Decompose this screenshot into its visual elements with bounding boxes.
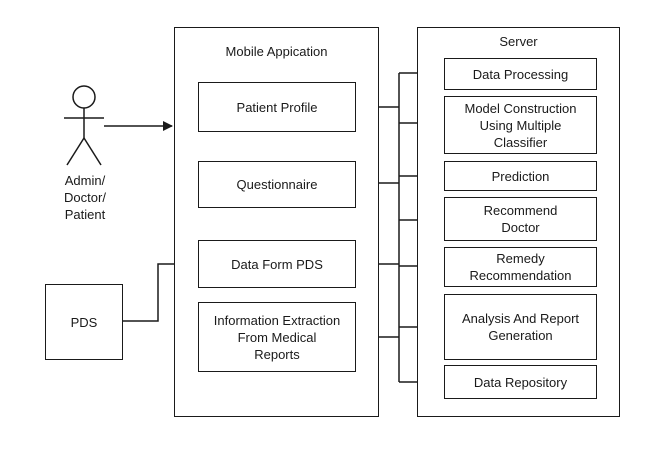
recommend-doctor-label: Recommend Doctor — [483, 203, 558, 235]
patient-profile-box: Patient Profile — [198, 82, 356, 132]
remedy-recommendation-box: Remedy Recommendation — [444, 247, 597, 287]
analysis-report-box: Analysis And Report Generation — [444, 294, 597, 360]
pds-box: PDS — [45, 284, 123, 360]
recommend-doctor-box: Recommend Doctor — [444, 197, 597, 241]
information-extraction-box: Information Extraction From Medical Repo… — [198, 302, 356, 372]
data-processing-label: Data Processing — [472, 66, 569, 82]
model-construction-label: Model Construction Using Multiple Classi… — [464, 100, 577, 150]
server-title: Server — [499, 34, 538, 49]
data-form-pds-box: Data Form PDS — [198, 240, 356, 288]
model-construction-box: Model Construction Using Multiple Classi… — [444, 96, 597, 154]
data-repository-box: Data Repository — [444, 365, 597, 399]
remedy-recommendation-label: Remedy Recommendation — [469, 251, 572, 283]
data-processing-box: Data Processing — [444, 58, 597, 90]
pds-label: PDS — [70, 314, 98, 330]
questionnaire-box: Questionnaire — [198, 161, 356, 208]
patient-profile-label: Patient Profile — [236, 99, 318, 115]
data-form-pds-label: Data Form PDS — [231, 256, 323, 272]
analysis-report-label: Analysis And Report Generation — [461, 311, 580, 343]
actor-label: Admin/ Doctor/ Patient — [64, 173, 106, 222]
information-extraction-label: Information Extraction From Medical Repo… — [213, 312, 341, 362]
mobile-application-title: Mobile Appication — [225, 44, 328, 59]
questionnaire-label: Questionnaire — [236, 177, 318, 192]
data-repository-label: Data Repository — [473, 374, 568, 390]
actor-icon — [64, 85, 104, 166]
prediction-label: Prediction — [491, 168, 550, 184]
prediction-box: Prediction — [444, 161, 597, 191]
